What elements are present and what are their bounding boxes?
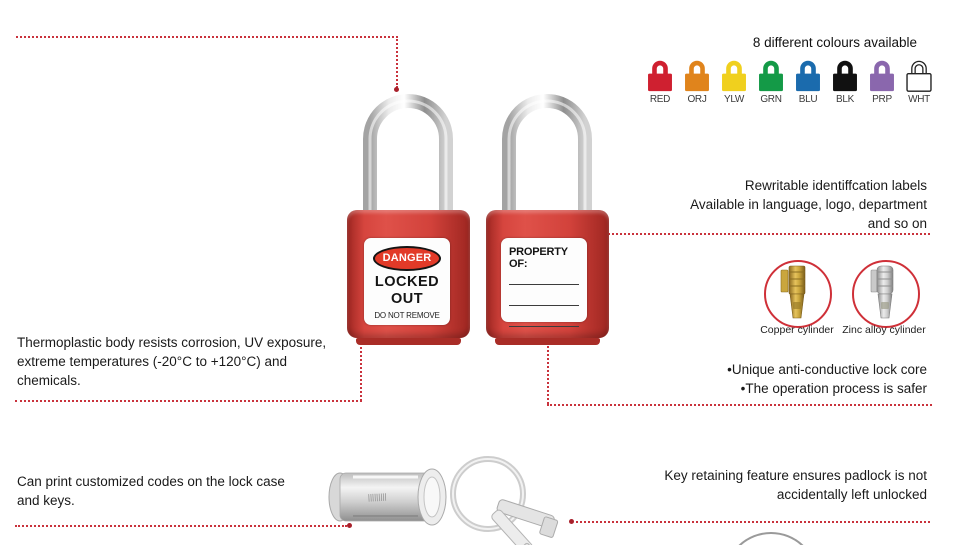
connector-top-left-horizontal <box>16 36 398 38</box>
swatch-label: GRN <box>760 94 782 105</box>
padlock-body: DANGER LOCKED OUT DO NOT REMOVE <box>347 210 470 338</box>
thermoplastic-body-note: Thermoplastic body resists corrosion, UV… <box>17 333 326 390</box>
note-line: •Unique anti-conductive lock core <box>727 362 927 377</box>
padlock-icon-black <box>833 60 857 92</box>
copper-cylinder-photo <box>764 260 832 328</box>
connector-right-horizontal <box>547 404 932 406</box>
property-of-text: PROPERTY OF: <box>509 246 568 270</box>
padlock-foot <box>495 338 600 345</box>
connector-right-vertical <box>547 338 549 404</box>
copper-cylinder-icon <box>780 265 806 319</box>
note-line: Available in language, logo, department <box>690 197 927 212</box>
customized-codes-note: Can print customized codes on the lock c… <box>17 472 285 510</box>
lock-cylinder-keys-photo: ||||||||| <box>328 456 559 545</box>
connector-property-horizontal <box>575 233 930 235</box>
color-swatch-red: RED <box>646 58 674 105</box>
padlock-icon-purple <box>870 60 894 92</box>
note-line: extreme temperatures (-20°C to +120°C) a… <box>17 354 288 369</box>
danger-badge: DANGER <box>373 246 441 271</box>
padlock-shackle <box>502 94 592 224</box>
swatch-label: YLW <box>723 94 745 105</box>
locked-out-text: OUT <box>390 291 424 307</box>
connector-bottom-right-horizontal <box>576 521 930 523</box>
swatch-label: BLK <box>835 94 854 105</box>
connector-left-horizontal <box>15 400 362 402</box>
note-line: Thermoplastic body resists corrosion, UV… <box>17 335 327 350</box>
note-line: and keys. <box>17 493 75 508</box>
color-swatches: RED ORJ YLW GRN <box>646 58 933 105</box>
partial-circle-photo <box>724 532 818 545</box>
padlock-property: PROPERTY OF: <box>486 84 609 345</box>
swatch-label: WHT <box>908 94 930 105</box>
connector-dot-keys <box>347 523 352 528</box>
danger-label: DANGER LOCKED OUT DO NOT REMOVE <box>364 238 450 325</box>
zinc-cylinder-icon <box>870 265 894 319</box>
connector-dot-shackle <box>394 87 399 92</box>
key-retaining-note: Key retaining feature ensures padlock is… <box>664 466 927 504</box>
padlock-shackle <box>363 94 453 224</box>
padlock-icon-white <box>906 60 932 92</box>
copper-cylinder-label: Copper cylinder <box>760 324 834 336</box>
color-swatch-black: BLK <box>831 58 859 105</box>
rewritable-labels-note: Rewritable identiffcation labels Availab… <box>690 176 927 233</box>
note-line: Key retaining feature ensures padlock is… <box>664 468 927 483</box>
padlock-danger: DANGER LOCKED OUT DO NOT REMOVE <box>347 84 470 345</box>
color-swatch-blue: BLU <box>794 58 822 105</box>
do-not-remove-text: DO NOT REMOVE <box>374 311 440 320</box>
color-swatch-yellow: YLW <box>720 58 748 105</box>
write-line <box>509 306 579 327</box>
property-label: PROPERTY OF: <box>501 238 587 327</box>
padlock-icon-red <box>648 60 672 92</box>
connector-top-left-vertical <box>396 36 398 88</box>
swatch-label: PRP <box>872 94 892 105</box>
note-line: Rewritable identiffcation labels <box>744 178 927 193</box>
color-swatch-purple: PRP <box>868 58 896 105</box>
padlock-icon-yellow <box>722 60 746 92</box>
zinc-cylinder-label: Zinc alloy cylinder <box>842 324 926 336</box>
padlock-icon-green <box>759 60 783 92</box>
padlock-icon-blue <box>796 60 820 92</box>
locked-out-text: LOCKED <box>374 274 440 290</box>
lock-core-note: •Unique anti-conductive lock core •The o… <box>727 360 927 398</box>
color-swatch-green: GRN <box>757 58 785 105</box>
note-line: and so on <box>867 216 927 231</box>
connector-dot-bottom-right <box>569 519 574 524</box>
colors-title: 8 different colours available <box>752 35 917 50</box>
swatch-label: ORJ <box>687 94 707 105</box>
note-line: Can print customized codes on the lock c… <box>17 474 285 489</box>
note-line: accidentally left unlocked <box>776 487 927 502</box>
padlock-icon-orange <box>685 60 709 92</box>
write-line <box>509 285 579 306</box>
padlock-body: PROPERTY OF: <box>486 210 609 338</box>
note-line: •The operation process is safer <box>740 381 927 396</box>
zinc-cylinder-photo <box>852 260 920 328</box>
svg-text:|||||||||: ||||||||| <box>368 492 387 502</box>
swatch-label: RED <box>649 94 671 105</box>
color-swatch-white: WHT <box>905 58 933 105</box>
note-line: chemicals. <box>17 373 81 388</box>
color-swatch-orange: ORJ <box>683 58 711 105</box>
write-line <box>509 272 579 285</box>
swatch-label: BLU <box>798 94 818 105</box>
padlock-foot <box>356 338 461 345</box>
connector-bottom-left-horizontal <box>15 525 347 527</box>
connector-left-vertical <box>360 340 362 401</box>
